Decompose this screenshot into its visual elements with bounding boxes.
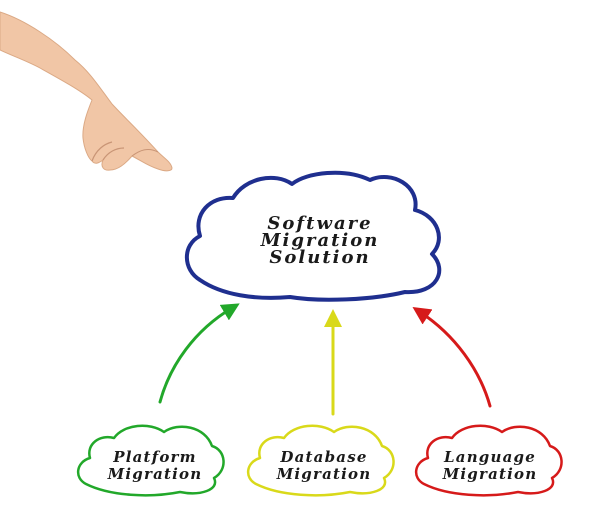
language-cloud: Language Migration [415,424,563,497]
pointing-hand-icon [0,11,173,172]
main-title-line1: Software [267,213,372,234]
database-label-line2: Migration [276,465,372,483]
platform-cloud: Platform Migration [77,424,225,497]
platform-label-line2: Migration [107,465,203,483]
main-title-line2: Migration [260,230,380,251]
language-label-line2: Migration [442,465,538,483]
database-cloud: Database Migration [247,424,395,497]
database-label-line1: Database [279,448,367,466]
main-title-line3: Solution [269,247,370,268]
platform-label-line1: Platform [112,448,196,466]
language-arrow [412,307,492,408]
language-label-line1: Language [443,448,536,466]
platform-arrow [158,303,240,404]
main-cloud: Software Migration Solution [184,170,442,302]
